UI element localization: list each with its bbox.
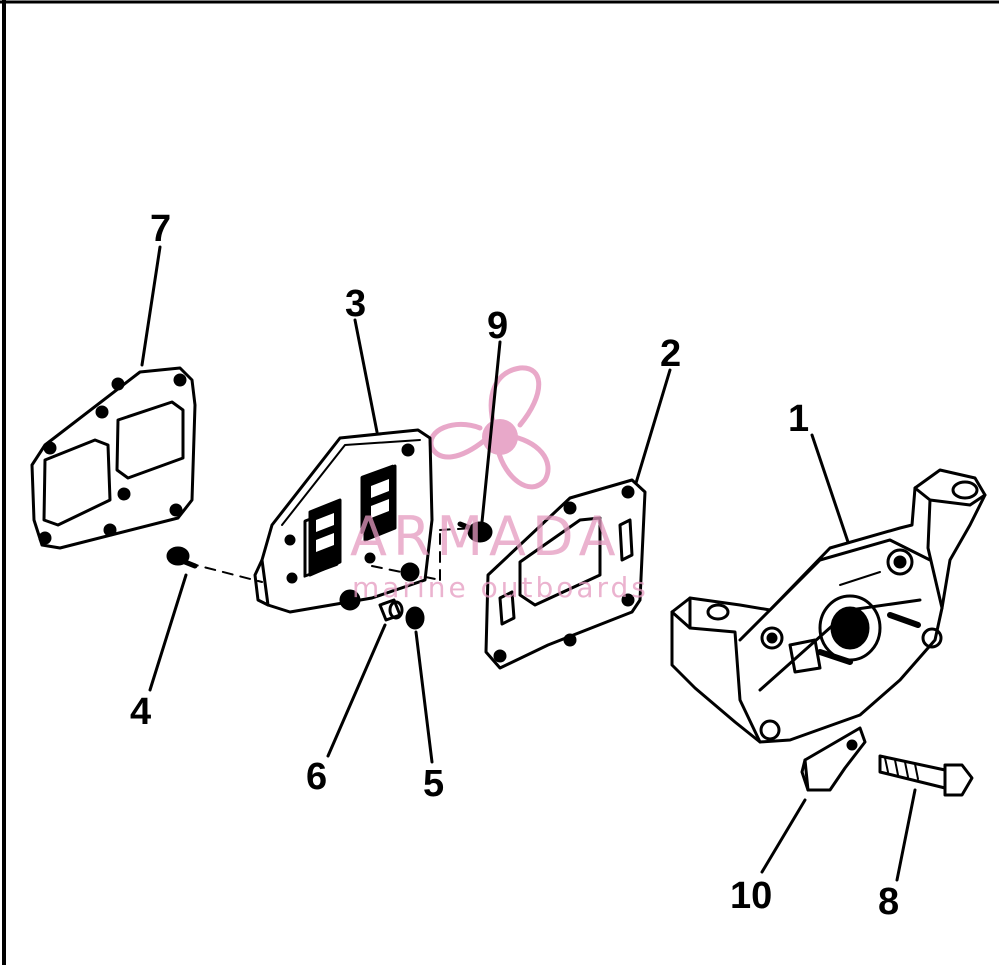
- part-9-screw: [457, 521, 493, 543]
- part-4-screw: [166, 546, 198, 569]
- leader-10: [760, 798, 807, 874]
- leader-4: [148, 573, 188, 692]
- watermark-propeller-icon: [428, 365, 551, 490]
- leader-8: [895, 788, 917, 882]
- callout-7: 7: [150, 208, 172, 250]
- callout-10: 10: [730, 875, 773, 917]
- leader-6: [326, 623, 387, 758]
- part-2-gasket: [484, 478, 647, 670]
- part-5-nut: [405, 606, 425, 630]
- callout-3: 3: [345, 283, 367, 325]
- leader-3: [353, 318, 379, 434]
- part-8-bolt: [878, 754, 974, 797]
- leader-5: [414, 630, 434, 764]
- leader-7: [140, 245, 162, 367]
- alignment-dashes: [187, 527, 476, 583]
- callout-4: 4: [130, 691, 152, 733]
- part-1-housing: [670, 468, 987, 744]
- callout-9: 9: [487, 305, 509, 347]
- callout-2: 2: [660, 333, 682, 375]
- leader-9: [480, 340, 502, 524]
- leader-2: [634, 368, 672, 485]
- callout-8: 8: [878, 881, 900, 923]
- watermark-tagline: marine outboards: [352, 571, 649, 604]
- leader-1: [810, 433, 850, 544]
- callout-1: 1: [788, 398, 810, 440]
- part-10-clip: [800, 726, 867, 792]
- part-6-pin: [378, 598, 404, 622]
- callout-5: 5: [423, 763, 445, 805]
- part-7-gasket: [30, 366, 197, 550]
- watermark-brand: ARMADA: [350, 505, 622, 568]
- part-3-reed-plate: [253, 428, 434, 614]
- callout-6: 6: [306, 756, 328, 798]
